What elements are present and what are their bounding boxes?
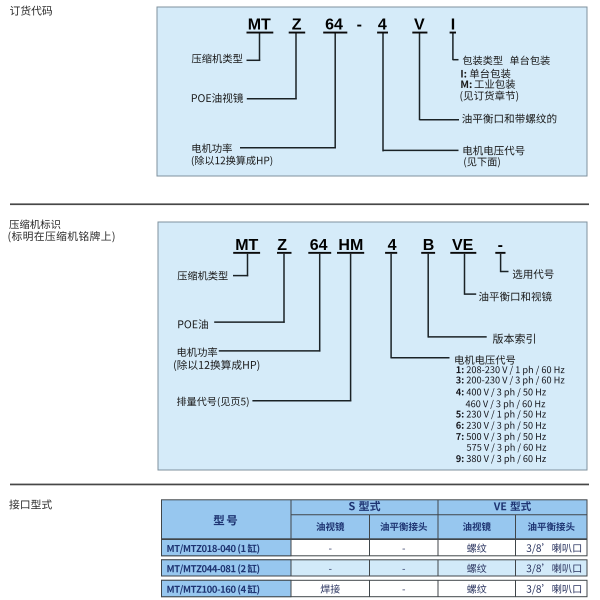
svg-text:-: -	[498, 237, 503, 254]
svg-text:HM: HM	[338, 237, 363, 254]
svg-text:-: -	[357, 17, 362, 34]
svg-text:4: 4	[378, 17, 387, 34]
svg-text:B: B	[423, 237, 435, 254]
svg-text:Z: Z	[292, 17, 302, 34]
svg-text:V: V	[414, 17, 425, 34]
svg-text:Z: Z	[277, 237, 287, 254]
svg-text:I: I	[451, 17, 455, 34]
svg-text:64: 64	[310, 237, 328, 254]
svg-text:MT: MT	[235, 237, 258, 254]
svg-text:MT: MT	[248, 17, 271, 34]
svg-text:VE: VE	[452, 237, 474, 254]
svg-text:4: 4	[388, 237, 397, 254]
svg-text:64: 64	[325, 17, 343, 34]
